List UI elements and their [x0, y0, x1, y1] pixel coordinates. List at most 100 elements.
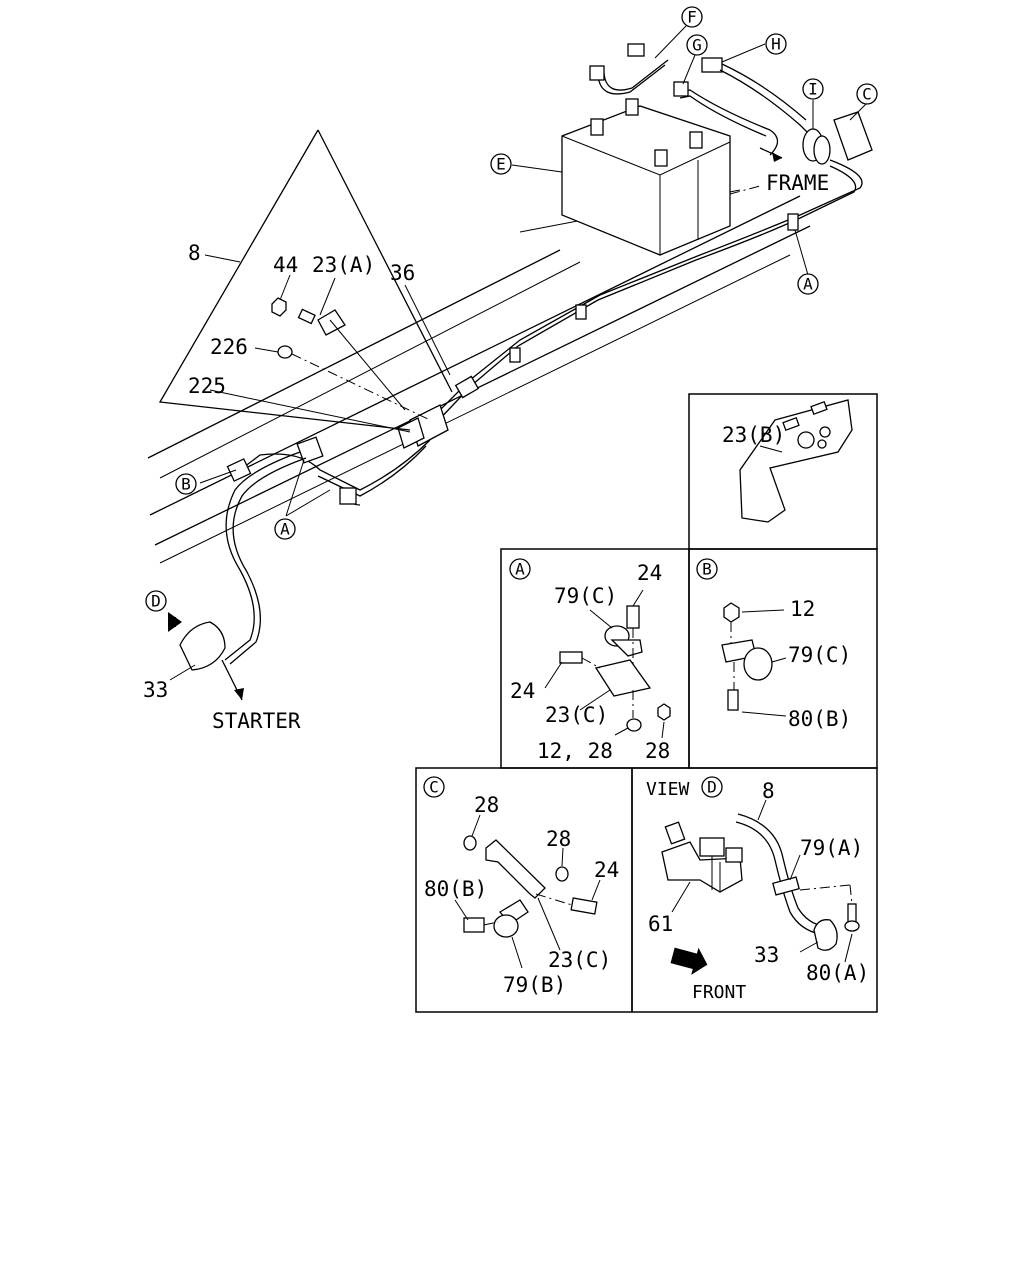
wire-harness [168, 159, 863, 701]
da-23c: 23(C) [545, 703, 608, 727]
svg-text:A: A [515, 560, 525, 579]
battery-pair [561, 98, 731, 256]
svg-text:I: I [808, 80, 818, 99]
detail-panels: 23(B) A 24 79(C) 24 23(C) 12, 28 28 [415, 393, 878, 1013]
terminal-f2 [627, 43, 645, 57]
bracket-23b [739, 399, 853, 523]
dd-8: 8 [762, 779, 775, 803]
starter-terminal-33 [179, 621, 226, 671]
bolt-24-c [570, 897, 598, 915]
svg-text:B: B [181, 475, 191, 494]
leader-lines [169, 25, 867, 681]
panel-a-parts [544, 589, 671, 739]
nut-12 [723, 602, 740, 623]
nut-28-c2 [555, 866, 569, 882]
terminal-f [589, 65, 605, 81]
nut-44 [271, 297, 287, 317]
dd-33: 33 [754, 943, 779, 967]
part-225-label: 225 [188, 374, 226, 398]
front-arrow-icon [670, 947, 708, 975]
svg-text:F: F [687, 8, 697, 27]
bolt-23a [297, 308, 316, 325]
svg-text:C: C [862, 85, 872, 104]
frame-label: FRAME [766, 171, 829, 195]
callout-b: B [175, 473, 197, 495]
db-79c: 79(C) [788, 643, 851, 667]
callout-a-left: A [274, 518, 296, 540]
da-28: 28 [645, 739, 670, 763]
nut-28-c1 [463, 835, 477, 851]
bolt-24-top [626, 605, 640, 629]
part-23a-label: 23(A) [312, 253, 375, 277]
panel-d-parts [661, 799, 860, 975]
panel-b-parts [721, 602, 787, 717]
part-8-label: 8 [188, 241, 201, 265]
dc-80b: 80(B) [424, 877, 487, 901]
svg-text:H: H [771, 35, 781, 54]
panel-c-parts [454, 814, 601, 969]
svg-text:A: A [280, 520, 290, 539]
da-24-top: 24 [637, 561, 662, 585]
terminal-g [673, 81, 689, 97]
d23b-label: 23(B) [722, 423, 785, 447]
clamp-b [226, 458, 252, 482]
dd-79a: 79(A) [800, 836, 863, 860]
callout-a-right: A [797, 273, 819, 295]
part-33-label: 33 [143, 678, 168, 702]
svg-text:C: C [429, 778, 439, 797]
svg-text:E: E [496, 155, 506, 174]
callout-b-panel: B [696, 558, 718, 580]
callout-i: I [802, 78, 824, 100]
part-44-label: 44 [273, 253, 298, 277]
front-label: FRONT [692, 982, 746, 1003]
clamp-79a [772, 876, 800, 896]
svg-text:B: B [702, 560, 712, 579]
callout-c-panel: C [423, 776, 445, 798]
view-label: VIEW [646, 779, 690, 800]
dc-23c: 23(C) [548, 948, 611, 972]
callout-d: D [145, 590, 167, 612]
clip-a [787, 213, 799, 231]
dc-79b: 79(B) [503, 973, 566, 997]
panel-d [631, 767, 878, 1013]
bracket-23c [594, 659, 652, 697]
bolt-80b-c [463, 917, 485, 933]
terminal-33 [813, 919, 838, 951]
part-226-label: 226 [210, 335, 248, 359]
callout-f: F [681, 6, 703, 28]
clamp-a-rear [296, 436, 324, 464]
terminal-h [701, 57, 723, 73]
da-12-28: 12, 28 [537, 739, 613, 763]
bolt-80b [727, 689, 739, 711]
callout-g: G [686, 34, 708, 56]
starter-bracket-61 [661, 841, 743, 893]
main-assembly: FRAME STARTER 8 44 23(A) 36 226 225 33 F… [143, 6, 878, 733]
da-79c: 79(C) [554, 584, 617, 608]
exploded-view-triangle [158, 129, 453, 433]
dc-28-b: 28 [546, 827, 571, 851]
bracket-c [833, 111, 873, 161]
callout-h: H [765, 33, 787, 55]
dc-28-a: 28 [474, 793, 499, 817]
db-12: 12 [790, 597, 815, 621]
nut-12-28 [626, 718, 642, 732]
bolt-24-left [559, 651, 583, 664]
dc-24: 24 [594, 858, 619, 882]
db-80b: 80(B) [788, 707, 851, 731]
nut-226 [277, 345, 293, 359]
battery-cables [589, 43, 873, 165]
dd-80a: 80(A) [806, 961, 869, 985]
callout-c: C [856, 83, 878, 105]
nut-28 [657, 703, 671, 721]
svg-text:D: D [151, 592, 161, 611]
callout-a-panel: A [509, 558, 531, 580]
svg-text:G: G [692, 36, 702, 55]
svg-text:A: A [803, 275, 813, 294]
callout-d-panel: D [701, 776, 723, 798]
svg-text:D: D [707, 778, 717, 797]
frame-rail [147, 185, 811, 564]
callout-e: E [490, 153, 512, 175]
part-36-label: 36 [390, 261, 415, 285]
